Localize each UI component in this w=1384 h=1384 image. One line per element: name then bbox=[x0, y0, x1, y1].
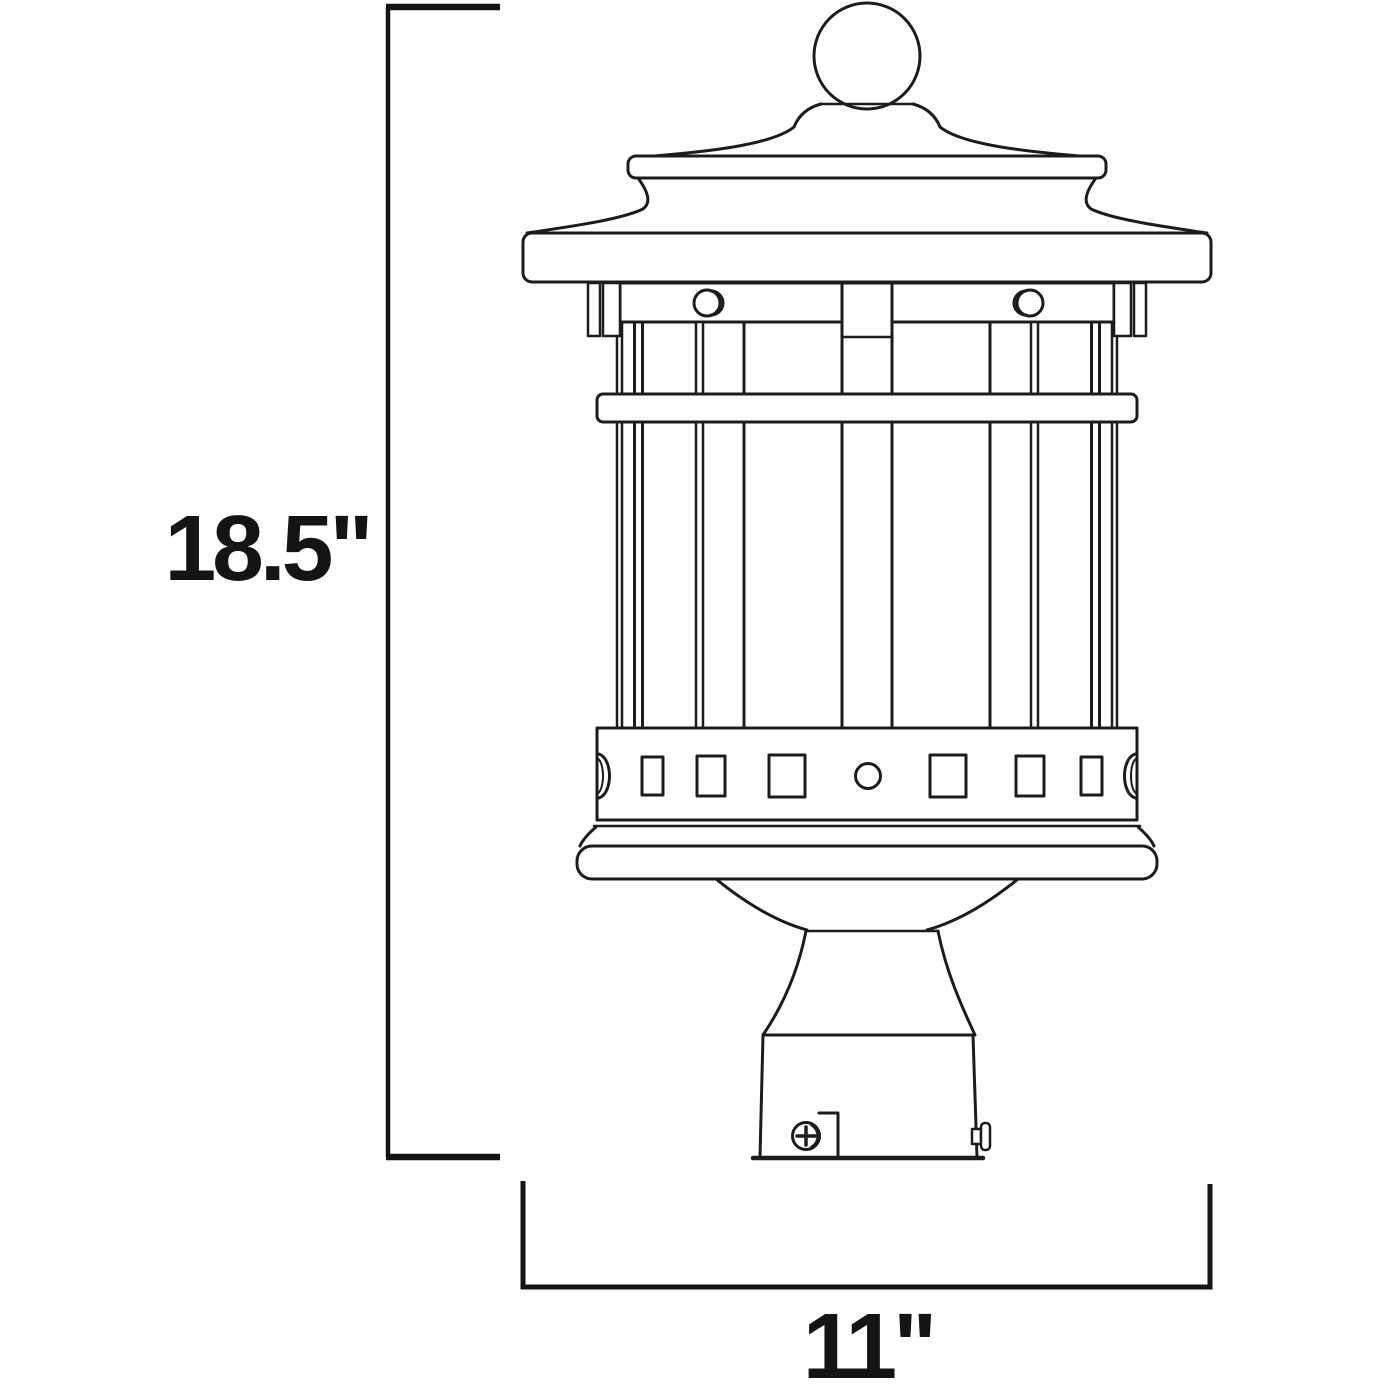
set-screw-icon bbox=[970, 1121, 992, 1152]
rail-screws bbox=[692, 288, 1045, 318]
post-fitter bbox=[750, 1033, 992, 1161]
cap-roof bbox=[521, 102, 1213, 284]
rail-screw-icon bbox=[1015, 288, 1045, 318]
vent-drum bbox=[595, 726, 1139, 822]
hanger-tabs bbox=[586, 281, 1148, 338]
mid-band bbox=[595, 392, 1139, 424]
screw-bracket bbox=[817, 1111, 840, 1158]
center-strap bbox=[840, 281, 894, 730]
width-dim-label: 11" bbox=[803, 1294, 933, 1384]
finial-ball bbox=[812, 1, 922, 111]
cap-slab bbox=[521, 231, 1213, 284]
drum-cutouts bbox=[596, 752, 1138, 800]
height-dimension bbox=[385, 3, 500, 1161]
base-molding bbox=[575, 824, 1159, 881]
phillips-screw-icon bbox=[791, 1121, 821, 1151]
rail-screw-icon bbox=[692, 288, 722, 318]
lantern-drawing bbox=[521, 1, 1213, 1161]
neck-taper bbox=[714, 877, 1020, 1037]
width-dimension bbox=[520, 1181, 1213, 1290]
height-dim-label: 18.5" bbox=[164, 496, 369, 600]
drum-center-hole bbox=[854, 762, 882, 790]
cap-rim bbox=[626, 154, 1108, 180]
